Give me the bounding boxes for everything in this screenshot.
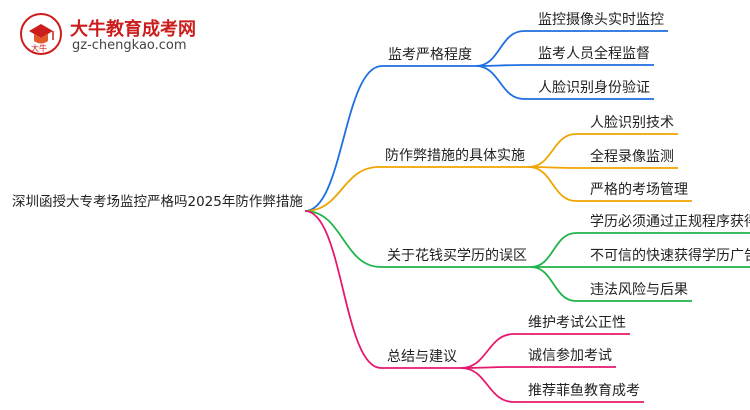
leaf-label: 全程录像监测 [590, 149, 674, 165]
connector-line [304, 210, 531, 268]
leaf-label: 学历必须通过正规程序获得 [590, 214, 750, 230]
leaf-label: 违法风险与后果 [590, 282, 688, 298]
connector-line [528, 133, 678, 168]
connector-line [475, 30, 668, 67]
connector-line [530, 266, 692, 302]
connector-line [304, 65, 476, 212]
connector-line [304, 210, 461, 369]
connector-line [530, 232, 750, 268]
leaf-label: 维护考试公正性 [528, 315, 626, 331]
logo-url: gz-chengkao.com [72, 38, 187, 53]
leaf-label: 监考人员全程监督 [538, 46, 650, 62]
connector-line [460, 367, 644, 403]
connector-line [460, 366, 616, 369]
branch-label-misconception: 关于花钱买学历的误区 [387, 248, 527, 264]
graduation-cap-logo-icon: 大牛 [20, 13, 62, 55]
connector-line [460, 333, 630, 369]
leaf-label: 人脸识别身份验证 [538, 80, 650, 96]
connector-line [475, 65, 654, 100]
mindmap-root-topic: 深圳函授大专考场监控严格吗2025年防作弊措施 [12, 194, 303, 210]
connector-line [304, 166, 529, 212]
branch-label-supervision: 监考严格程度 [388, 47, 472, 63]
connector-line [475, 64, 654, 67]
site-logo[interactable]: 大牛 大牛教育成考网 gz-chengkao.com [20, 13, 220, 55]
leaf-label: 诚信参加考试 [528, 348, 612, 364]
leaf-label: 人脸识别技术 [590, 115, 674, 131]
connector-line [528, 166, 678, 169]
leaf-label: 推荐菲鱼教育成考 [528, 383, 640, 399]
svg-text:大牛: 大牛 [31, 43, 47, 53]
leaf-label: 严格的考场管理 [590, 182, 688, 198]
branch-label-summary: 总结与建议 [387, 349, 457, 365]
leaf-label: 不可信的快速获得学历广告 [590, 248, 750, 264]
connector-line [528, 166, 692, 202]
leaf-label: 监控摄像头实时监控 [538, 12, 664, 28]
logo-title: 大牛教育成考网 [70, 19, 196, 40]
branch-label-anticheat: 防作弊措施的具体实施 [385, 148, 525, 164]
